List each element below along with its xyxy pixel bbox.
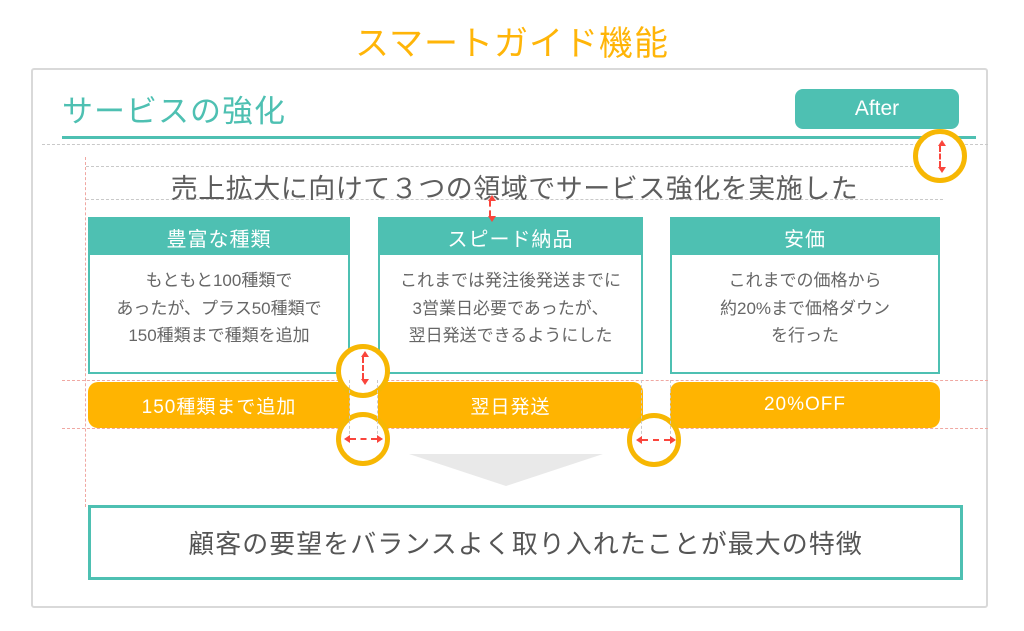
slide-heading: サービスの強化 [62,94,286,129]
guide-line-left-vertical [85,157,86,507]
tag-bar-label: 翌日発送 [470,396,551,418]
feature-card-header: 安価 [672,219,938,255]
tag-bar-price: 20%OFF [670,382,940,428]
down-arrow-shape [409,454,603,486]
tag-bar-label: 150種類まで追加 [141,396,297,418]
gap2-left-edge-guide [641,380,642,439]
gap1-left-edge-guide [349,380,350,439]
conclusion-text: 顧客の要望をバランスよく取り入れたことが最大の特徴 [188,529,863,559]
feature-card-price: 安価 これまでの価格から 約20%まで価格ダウン を行った [670,217,940,374]
after-badge: After [795,89,959,129]
feature-card-header: スピード納品 [380,219,641,255]
feature-card-variety: 豊富な種類 もともと100種類で あったが、プラス50種類で 150種類まで種類… [88,217,350,374]
after-badge-label: After [854,97,900,120]
spacing-arrow-card-to-bar [361,351,369,385]
guide-line-lead-bottom [86,199,943,200]
spacing-arrow-gap1 [344,435,383,443]
feature-card-header: 豊富な種類 [90,219,348,255]
conclusion-box: 顧客の要望をバランスよく取り入れたことが最大の特徴 [88,505,963,580]
lead-text: 売上拡大に向けて３つの領域でサービス強化を実施した [170,174,859,204]
slide-frame: サービスの強化 After 売上拡大に向けて３つの領域でサービス強化を実施した … [31,68,988,608]
gap2-right-edge-guide [670,380,671,439]
tag-bar-variety: 150種類まで追加 [88,382,350,428]
tag-bar-speed: 翌日発送 [378,382,643,428]
feature-card-body: これまでの価格から 約20%まで価格ダウン を行った [719,271,891,346]
spacing-arrow-lead-to-cards [488,195,496,222]
feature-card-speed: スピード納品 これまでは発注後発送までに 3営業日必要であったが、 翌日発送でき… [378,217,643,374]
guide-line-lead-top [86,166,943,167]
page-title: スマートガイド機能 [355,25,669,63]
feature-card-body: もともと100種類で あったが、プラス50種類で 150種類まで種類を追加 [116,271,322,346]
guide-line-bar-bottom [62,428,988,429]
guide-line-below-rule [42,144,988,145]
gap1-right-edge-guide [377,380,378,439]
feature-card-body: これまでは発注後発送までに 3営業日必要であったが、 翌日発送できるようにした [400,271,621,346]
tag-bar-label: 20%OFF [763,394,847,415]
spacing-arrow-header-gap [938,140,946,173]
spacing-arrow-gap2 [636,436,676,444]
heading-underline [62,136,976,139]
guide-line-bar-top [62,380,988,381]
